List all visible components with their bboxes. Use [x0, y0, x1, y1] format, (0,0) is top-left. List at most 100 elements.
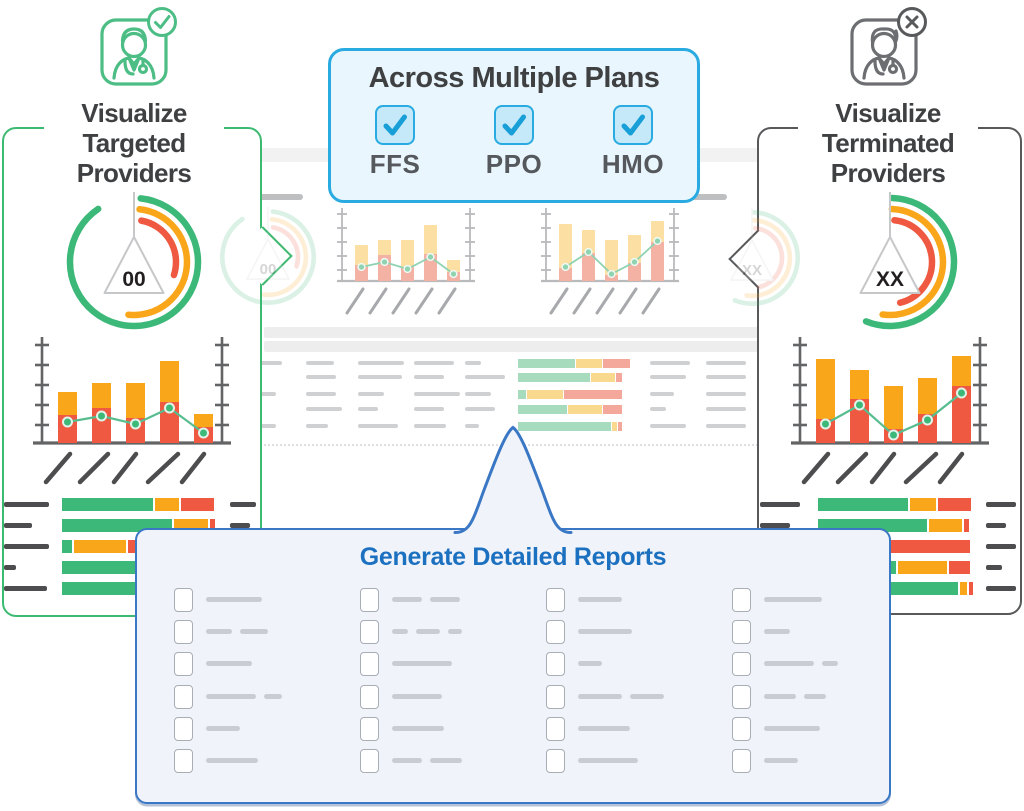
report-checkbox[interactable]: [732, 684, 751, 709]
report-checklist-item: [360, 619, 470, 644]
report-checklist-item: [174, 716, 248, 741]
report-checkbox[interactable]: [360, 748, 379, 773]
check-icon: [621, 114, 645, 136]
report-checkbox[interactable]: [732, 748, 751, 773]
ffs-label: FFS: [369, 149, 421, 179]
report-checkbox[interactable]: [174, 748, 193, 773]
report-callout-pointer: [453, 425, 573, 537]
report-item-text-placeholder: [578, 726, 638, 731]
report-checklist-item: [732, 716, 828, 741]
doctor-x-icon: [850, 7, 927, 86]
report-item-text-placeholder: [392, 629, 470, 634]
report-item-text-placeholder: [206, 694, 290, 699]
check-icon: [502, 114, 526, 136]
across-multiple-plans-callout: Across Multiple Plans FFS PPO: [328, 48, 700, 203]
report-item-text-placeholder: [578, 694, 672, 699]
report-checkbox[interactable]: [360, 619, 379, 644]
report-checkbox[interactable]: [546, 716, 565, 741]
hmo-checkbox[interactable]: [613, 105, 653, 145]
report-item-text-placeholder: [206, 726, 248, 731]
report-checklist-item: [732, 651, 846, 676]
report-checklist-item: [174, 651, 260, 676]
report-checkbox[interactable]: [732, 716, 751, 741]
report-checklist-item: [174, 587, 270, 612]
report-checklist-item: [546, 748, 646, 773]
report-checkbox[interactable]: [546, 587, 565, 612]
report-checklist-item: [174, 748, 266, 773]
report-checkbox[interactable]: [360, 716, 379, 741]
report-checklist-item: [732, 748, 806, 773]
report-checklist-item: [174, 684, 290, 709]
report-checklist-item: [732, 587, 830, 612]
report-checkbox[interactable]: [360, 651, 379, 676]
report-checklist-item: [546, 587, 630, 612]
report-checkbox[interactable]: [732, 651, 751, 676]
plan-option-ffs: FFS: [363, 105, 427, 180]
svg-text:XX: XX: [876, 268, 904, 291]
report-item-text-placeholder: [392, 661, 460, 666]
background-bar-chart-left: [337, 208, 475, 315]
report-checklist-item: [546, 619, 640, 644]
report-checkbox[interactable]: [174, 684, 193, 709]
report-checkbox[interactable]: [360, 587, 379, 612]
report-item-text-placeholder: [764, 694, 834, 699]
svg-text:XX: XX: [742, 262, 762, 279]
report-item-text-placeholder: [578, 629, 640, 634]
report-checklist-item: [360, 587, 468, 612]
report-checklist-item: [546, 684, 672, 709]
report-checkbox[interactable]: [546, 748, 565, 773]
generate-reports-callout: Generate Detailed Reports: [135, 528, 891, 804]
report-item-text-placeholder: [206, 629, 276, 634]
report-checklist-item: [732, 619, 798, 644]
dashboard-section-label: [683, 194, 727, 200]
faded-gauge-right: XX: [730, 208, 801, 307]
report-item-text-placeholder: [206, 597, 270, 602]
svg-text:00: 00: [260, 261, 277, 278]
generate-reports-title: Generate Detailed Reports: [359, 543, 667, 571]
report-item-text-placeholder: [578, 758, 646, 763]
report-checklist-item: [360, 716, 452, 741]
plan-option-ppo: PPO: [482, 105, 546, 180]
report-checkbox[interactable]: [174, 651, 193, 676]
report-checkbox[interactable]: [174, 619, 193, 644]
targeted-gauge-chart: 00: [66, 192, 202, 330]
report-item-text-placeholder: [578, 597, 630, 602]
table-header-band: [264, 327, 758, 338]
report-checkbox[interactable]: [546, 619, 565, 644]
report-item-text-placeholder: [392, 726, 452, 731]
check-icon: [383, 114, 407, 136]
targeted-panel-title: Visualize Targeted Providers: [44, 98, 224, 188]
terminated-bar-chart: [791, 337, 989, 485]
dashboard-table: [236, 359, 796, 446]
report-checklist-item: [546, 651, 610, 676]
report-item-text-placeholder: [764, 726, 828, 731]
report-item-text-placeholder: [392, 758, 470, 763]
report-checklist-item: [732, 684, 834, 709]
background-bar-chart-right: [541, 208, 679, 315]
report-item-text-placeholder: [206, 661, 260, 666]
terminated-gauge-chart: XX: [859, 192, 958, 330]
report-checklist-item: [360, 651, 460, 676]
hmo-label: HMO: [601, 149, 665, 179]
across-plans-title: Across Multiple Plans: [368, 62, 660, 94]
report-checkbox[interactable]: [546, 651, 565, 676]
report-checkbox[interactable]: [174, 587, 193, 612]
table-header-band: [264, 341, 758, 352]
report-item-text-placeholder: [764, 629, 798, 634]
doctor-check-icon: [100, 7, 177, 86]
report-item-text-placeholder: [764, 661, 846, 666]
svg-text:00: 00: [122, 268, 145, 291]
report-checkbox[interactable]: [732, 587, 751, 612]
report-checkbox[interactable]: [732, 619, 751, 644]
ffs-checkbox[interactable]: [375, 105, 415, 145]
targeted-bar-chart: [33, 337, 231, 485]
report-item-text-placeholder: [764, 758, 806, 763]
report-checkbox[interactable]: [546, 684, 565, 709]
report-checkbox[interactable]: [360, 684, 379, 709]
ppo-checkbox[interactable]: [494, 105, 534, 145]
report-item-text-placeholder: [764, 597, 830, 602]
report-checklist-item: [360, 748, 470, 773]
report-checkbox[interactable]: [174, 716, 193, 741]
report-checklist-item: [360, 684, 450, 709]
